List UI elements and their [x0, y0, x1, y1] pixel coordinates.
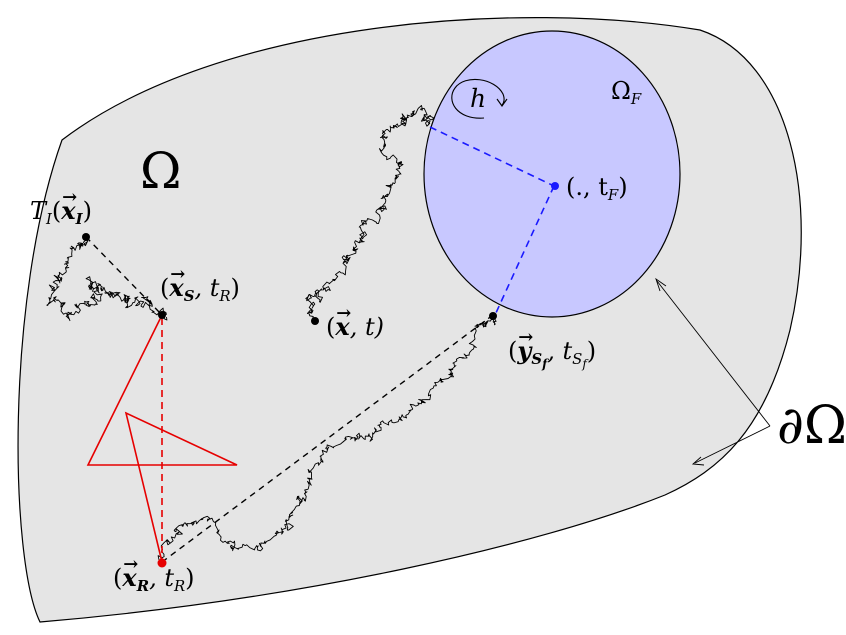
- dashed-line-xr-to-ysf: [161, 314, 494, 563]
- label-h: h: [470, 84, 487, 113]
- boundary-arrow-upper: [656, 280, 771, 427]
- label-center: (., tF): [566, 173, 628, 205]
- label-boundary: ∂Ω: [777, 396, 846, 456]
- point-xr: [157, 558, 167, 568]
- brownian-paths: [46, 105, 497, 560]
- boundary-arrowhead-lower-icon: [691, 456, 705, 466]
- label-xr: (xR, tR): [113, 556, 195, 594]
- boundary-arrow-lower: [694, 425, 771, 464]
- point-ti: [82, 233, 90, 241]
- brownian-path-x-to-region: [305, 105, 435, 325]
- dashed-line-ti-to-xs: [85, 236, 163, 316]
- brownian-path-ti-xs: [46, 235, 168, 322]
- domain-omega: [17, 17, 802, 623]
- label-omega-f: ΩF: [611, 77, 642, 109]
- point-x: [311, 317, 319, 325]
- label-xs: (xS, tR): [160, 266, 240, 304]
- point-ysf: [489, 312, 497, 320]
- region-omega-f: [423, 30, 681, 318]
- point-center: [551, 182, 559, 190]
- label-ti: TI(xI): [30, 189, 92, 227]
- red-triangle-path: [86, 314, 238, 563]
- point-xs: [158, 311, 166, 319]
- boundary-arrowhead-upper-icon: [655, 277, 667, 292]
- blue-dashed-radius-upper: [429, 126, 555, 187]
- label-ysf: (ySf, tSf): [508, 329, 596, 370]
- rotation-arrowhead-icon: [496, 98, 508, 107]
- brownian-path-xr-ysf: [157, 317, 497, 560]
- label-omega: Ω: [140, 142, 182, 200]
- label-x: (x, t): [326, 305, 384, 339]
- rotation-arrow-icon: [451, 78, 505, 119]
